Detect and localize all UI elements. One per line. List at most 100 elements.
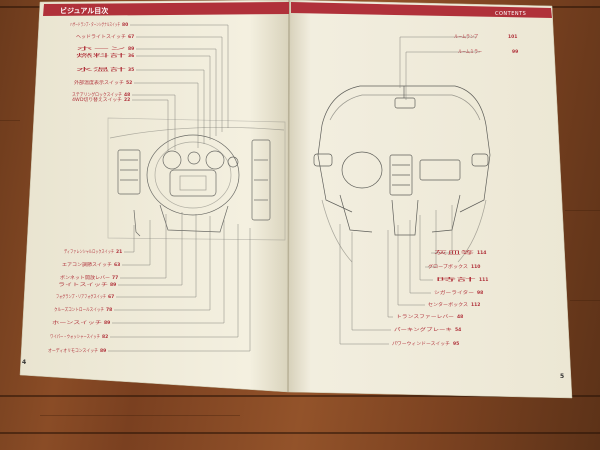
callout-label: パワーウィンドースイッチ	[392, 340, 451, 347]
leader-line	[134, 82, 199, 148]
callout-label: 燃料計	[76, 52, 128, 59]
leader-line	[132, 99, 169, 152]
callout-page-number: 114	[477, 250, 486, 256]
callout-label: ヘッドライトスイッチ	[76, 34, 127, 40]
callout-page-number: 98	[477, 290, 483, 296]
callout-label: 水温計	[76, 66, 128, 73]
leader-line	[405, 51, 480, 100]
left-vent-panel	[117, 149, 141, 195]
callout-label: 時計	[436, 276, 478, 283]
callout-label: ルームランプ	[454, 34, 478, 40]
side-mirror-left	[313, 153, 333, 167]
callout-page-number: 101	[508, 34, 517, 40]
callout-label: 4WD切り替えスイッチ	[72, 96, 123, 103]
leader-line	[431, 205, 453, 254]
wood-grain	[565, 210, 600, 211]
callout-page-number: 110	[471, 264, 480, 270]
callout-label: トランスファーレバー	[396, 314, 455, 320]
wood-grain	[570, 300, 600, 301]
callout-page-number: 89	[104, 320, 110, 326]
leader-line	[425, 210, 437, 268]
cockpit-steering-wheel	[341, 151, 383, 189]
wood-grain	[0, 120, 20, 121]
side-mirror-right	[471, 153, 489, 167]
leader-line	[136, 69, 205, 144]
callout-page-number: 77	[112, 275, 118, 281]
callout-label: グローブボックス	[428, 263, 469, 270]
leader-line	[136, 36, 223, 132]
callout-page-number: 48	[457, 314, 463, 320]
leader-line	[118, 212, 183, 286]
leader-line	[399, 36, 476, 88]
callout-page-number: 22	[124, 97, 130, 103]
steering-hub	[169, 169, 217, 197]
left-page	[19, 0, 291, 393]
gauge-tachometer	[162, 150, 182, 170]
callout-label: クルーズコントロールスイッチ	[54, 306, 104, 313]
leader-line	[339, 224, 389, 345]
callout-page-number: 95	[453, 341, 459, 347]
callout-label: ボンネット開放レバー	[60, 274, 111, 281]
callout-page-number: 99	[512, 49, 518, 55]
callout-page-number: 67	[108, 294, 114, 300]
leader-line	[120, 214, 167, 279]
left-header-title: ビジュアル目次	[60, 6, 108, 15]
leader-line	[130, 24, 229, 128]
leader-line	[409, 220, 431, 294]
glovebox-panel	[419, 159, 461, 181]
right-header-title: CONTENTS	[495, 11, 526, 17]
callout-label: シガーライター	[434, 289, 475, 296]
callout-page-number: 35	[128, 67, 134, 73]
table-plank-seam	[0, 432, 600, 434]
right-switch-panel	[251, 139, 271, 221]
steering-wheel	[146, 134, 240, 216]
callout-label: エアコン調節スイッチ	[62, 261, 113, 268]
callout-page-number: 89	[100, 348, 106, 354]
leader-line	[136, 48, 217, 136]
callout-label: ディファレンシャルロックスイッチ	[64, 248, 114, 255]
right-top-callout-item: ルームランプ 101	[399, 34, 517, 88]
callout-page-number: 63	[114, 262, 120, 268]
callout-page-number: 52	[126, 80, 132, 86]
callout-label: ルームミラー	[458, 49, 482, 55]
leader-line	[387, 230, 393, 318]
callout-label: ホーン	[76, 46, 128, 52]
leader-line	[136, 55, 211, 140]
leader-line	[132, 94, 176, 150]
callout-label: 外部温度表示スイッチ	[74, 79, 125, 86]
callout-page-number: 54	[455, 327, 461, 333]
callout-page-number: 67	[128, 34, 134, 40]
callout-label: 灰皿等	[434, 249, 475, 256]
leader-line	[351, 232, 391, 331]
callout-label: ホーンスイッチ	[52, 320, 103, 326]
callout-page-number: 36	[128, 53, 134, 59]
wood-grain	[40, 415, 240, 416]
callout-page-number: 112	[471, 302, 480, 308]
callout-page-number: 48	[124, 92, 130, 98]
callout-page-number: 89	[110, 282, 116, 288]
left-header-bar	[43, 2, 289, 16]
right-page	[287, 0, 573, 399]
callout-page-number: 21	[116, 249, 122, 255]
leader-line	[110, 224, 239, 338]
right-page-number: 5	[560, 373, 564, 380]
callout-label: ライトスイッチ	[58, 282, 109, 288]
callout-page-number: 82	[102, 334, 108, 340]
